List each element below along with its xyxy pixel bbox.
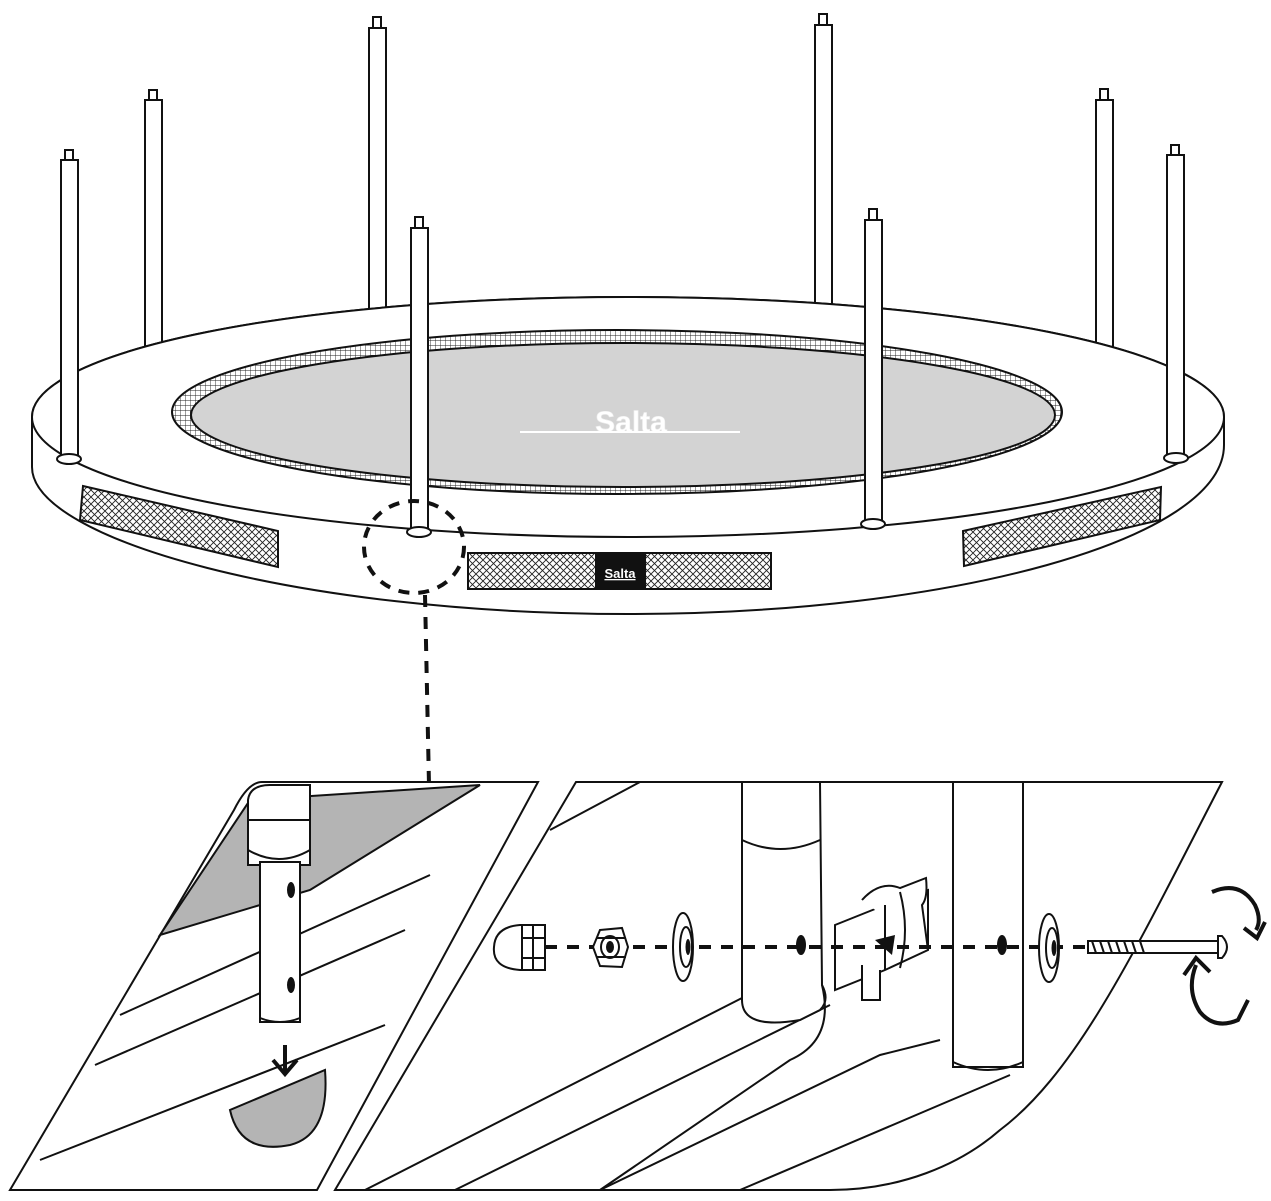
pole-front-right [1163, 144, 1189, 464]
pole-front-left [56, 149, 82, 465]
rotate-cw-icon [1182, 886, 1267, 1026]
cap-nut [492, 924, 546, 971]
trampoline-overview: Salta Salta [31, 13, 1225, 786]
pole-back-right [1095, 88, 1114, 351]
detail-panel-insert-pole [8, 781, 540, 1191]
detail-panel-bolt-assembly [333, 781, 1267, 1191]
pad-logo-badge: Salta [595, 553, 646, 589]
washer-right [1038, 913, 1060, 983]
trampoline-frame: Salta [31, 296, 1225, 616]
pole-hole-upper [287, 882, 295, 898]
mesh-panel-left [78, 484, 279, 569]
enclosure-pole [952, 781, 1024, 1068]
callout-circle [362, 499, 466, 595]
pole-back-mid-left [368, 16, 387, 319]
arrow-down-icon [271, 1045, 299, 1078]
pole-clamp-bracket [834, 876, 929, 1001]
mat-logo: Salta [520, 406, 740, 439]
pole-back-mid-right [814, 13, 833, 316]
frame-side-panels: Salta [78, 484, 1163, 590]
callout-leader-line [423, 594, 431, 786]
pole-front-center-left [406, 216, 432, 538]
bolt [1087, 935, 1228, 959]
pole-upper-sleeve [247, 819, 311, 866]
frame-socket-hole [228, 1068, 327, 1148]
jumping-mat [190, 342, 1056, 488]
mesh-panel-right [961, 485, 1163, 568]
pole-front-center-right [860, 208, 886, 530]
pole-hole-lower [287, 977, 295, 993]
pole-back-left [144, 89, 163, 351]
frame-tube-hole [796, 935, 806, 955]
panel-1-shadow-upper [157, 784, 481, 937]
back-poles [144, 13, 1114, 351]
lock-nut [591, 926, 630, 969]
detail-callout [362, 499, 466, 786]
frame-tube [741, 781, 827, 1024]
enclosure-pole-hole [997, 935, 1007, 955]
front-poles [56, 144, 1189, 538]
pad-logo-text: Salta [604, 566, 636, 581]
washer-left [672, 912, 694, 982]
mat-logo-text: Salta [595, 406, 667, 439]
